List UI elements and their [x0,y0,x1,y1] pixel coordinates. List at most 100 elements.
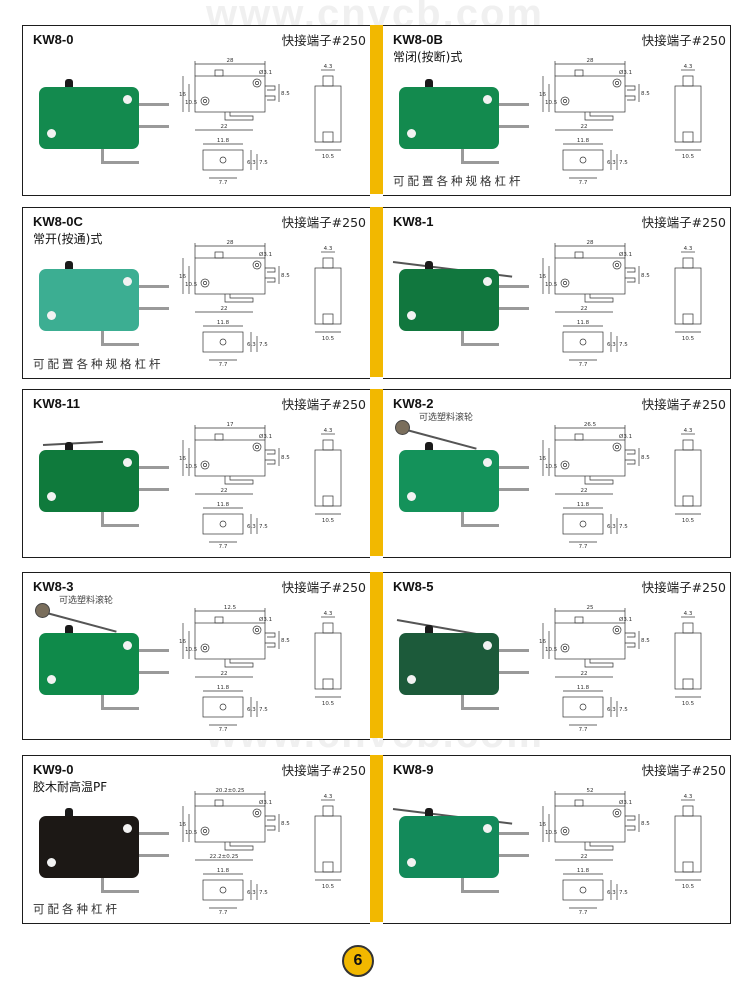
terminal-pin [139,307,169,310]
dim-bottom-width: 11.8 [577,138,590,144]
dim-bottom-center: 7.7 [579,362,588,368]
terminal-pin [101,524,139,527]
dim-terminal-pitch: 8.5 [641,91,650,97]
model-name: KW8-9 [393,762,434,777]
dim-height-inner: 10.5 [545,647,558,653]
dim-height: 16 [179,92,186,98]
dim-bottom-width: 11.8 [217,685,230,691]
terminal-pin [499,125,529,128]
dim-width: 12.5 [224,605,237,611]
dimension-drawing: 20.2±0.25 16 10.5 22.2±0.25 8.5 Ø3.1 4.3… [179,788,342,916]
terminal-pin [101,512,104,526]
dim-bottom-total: 7.5 [619,890,628,896]
plunger [425,442,433,452]
plunger [65,79,73,89]
dim-hole: Ø3.1 [259,433,272,440]
dim-height: 16 [179,822,186,828]
terminal-label: 快接端子#250 [281,763,366,778]
switch-body [39,87,139,149]
dim-width: 20.2±0.25 [215,788,245,794]
dim-terminal-base: 10.5 [682,518,695,524]
model-name: KW8-11 [33,396,80,411]
dim-hole: Ø3.1 [619,433,632,440]
product-card: KW8-0 快接端子#250 [22,25,370,196]
switch-body [399,450,499,512]
product-card: KW8-1 快接端子#250 [383,207,731,379]
mount-hole [123,277,132,286]
plunger [425,261,433,271]
dim-bottom-width: 11.8 [217,868,230,874]
dim-depth: 22 [581,124,588,130]
dim-bottom-total: 7.5 [259,342,268,348]
terminal-pin [139,671,169,674]
dim-bottom-height: 6.3 [247,160,256,166]
mount-hole [483,641,492,650]
dim-bottom-height: 6.3 [607,342,616,348]
dim-height: 16 [179,639,186,645]
roller-wheel [395,420,410,435]
product-card: KW9-0 胶木耐高温PF 快接端子#250 可配各种杠杆 [22,755,370,924]
product-card: KW8-11 快接端子#250 [22,389,370,558]
option-note: 可选塑料滚轮 [59,596,114,606]
dim-bottom-width: 11.8 [217,502,230,508]
terminal-pin [139,854,169,857]
dim-bottom-width: 11.8 [577,502,590,508]
terminal-label: 快接端子#250 [281,397,366,412]
dim-bottom-width: 11.8 [577,868,590,874]
dim-bottom-center: 7.7 [219,180,228,186]
product-subtitle: 常开(按通)式 [33,232,103,246]
dim-height: 16 [539,92,546,98]
dim-hole: Ø3.1 [259,69,272,76]
product-note: 可配置各种规格杠杆 [393,174,524,188]
terminal-label: 快接端子#250 [641,763,726,778]
dim-terminal-pitch: 8.5 [281,821,290,827]
mount-hole [47,129,56,138]
product-subtitle: 胶木耐高温PF [33,780,108,794]
roller-wheel [35,603,50,618]
switch-body [399,87,499,149]
terminal-pin [499,103,529,106]
dim-height-inner: 10.5 [545,830,558,836]
divider [369,755,383,922]
dim-width: 28 [587,240,594,246]
product-card: KW8-0C 常开(按通)式 快接端子#250 可配置各种规格杠杆 [22,207,370,379]
dim-terminal-pitch: 8.5 [281,638,290,644]
terminal-pin [461,512,464,526]
mount-hole [47,492,56,501]
mount-hole [483,458,492,467]
terminal-pin [499,285,529,288]
dim-depth: 22 [221,671,228,677]
dim-height-inner: 10.5 [545,464,558,470]
dim-bottom-total: 7.5 [259,524,268,530]
terminal-label: 快接端子#250 [641,215,726,230]
terminal-label: 快接端子#250 [281,215,366,230]
divider [369,572,383,738]
plunger [425,625,433,635]
dim-bottom-total: 7.5 [619,342,628,348]
model-name: KW8-0 [33,32,74,47]
dim-bottom-total: 7.5 [259,160,268,166]
dim-width: 28 [227,58,234,64]
terminal-pin [499,854,529,857]
mount-hole [483,95,492,104]
mount-hole [407,858,416,867]
terminal-pin [461,149,464,163]
model-name: KW8-0B [393,32,443,47]
dim-height: 16 [539,274,546,280]
terminal-pin [139,285,169,288]
switch-body [399,269,499,331]
dim-terminal-base: 10.5 [322,154,335,160]
dim-hole: Ø3.1 [619,251,632,258]
dim-depth: 22 [221,488,228,494]
dim-bottom-height: 6.3 [607,707,616,713]
product-card: KW8-3 快接端子#250 可选塑料滚轮 [22,572,370,740]
dim-bottom-center: 7.7 [579,727,588,733]
mount-hole [483,277,492,286]
product-note: 可配置各种规格杠杆 [33,357,164,371]
dim-terminal-base: 10.5 [322,884,335,890]
dim-depth: 22 [581,306,588,312]
dim-bottom-center: 7.7 [219,910,228,916]
dim-height-inner: 10.5 [185,464,198,470]
dim-terminal-base: 10.5 [682,336,695,342]
dim-width: 28 [227,240,234,246]
